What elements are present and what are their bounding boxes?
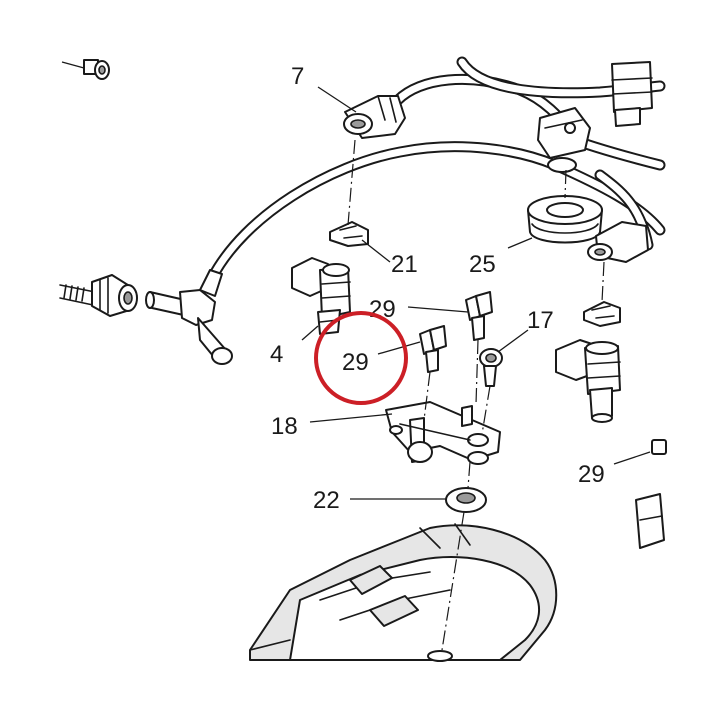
clip-right bbox=[583, 301, 621, 327]
callout-18: 18 bbox=[271, 413, 298, 440]
callout-7: 7 bbox=[291, 63, 304, 90]
callout-22: 22 bbox=[313, 487, 340, 514]
part-29-pin-circled bbox=[419, 325, 447, 373]
bracket-right bbox=[587, 221, 649, 263]
pipe-junction-block bbox=[537, 107, 591, 173]
right-edge-parts bbox=[635, 439, 667, 549]
intake-housing bbox=[249, 523, 558, 662]
part-4-injector bbox=[291, 257, 351, 335]
part-22-seal bbox=[445, 487, 487, 513]
part-21-clip bbox=[329, 221, 369, 247]
injector-middle-right bbox=[555, 339, 621, 423]
injector-upper-right bbox=[611, 61, 653, 127]
part-25-grommet bbox=[527, 195, 603, 244]
callout-21: 21 bbox=[391, 251, 418, 278]
callout-29-right: 29 bbox=[578, 461, 605, 488]
part-7-bracket bbox=[343, 95, 406, 139]
callout-17: 17 bbox=[527, 307, 554, 334]
callout-29-circled: 29 bbox=[342, 349, 369, 376]
callout-25: 25 bbox=[469, 251, 496, 278]
part-17-washer-screw bbox=[479, 348, 503, 387]
assembly-center-lines bbox=[347, 139, 605, 651]
fuel-inlet-hose bbox=[59, 269, 233, 365]
highlight-circle bbox=[314, 311, 408, 405]
bolt-top-left bbox=[61, 59, 110, 80]
part-18-bracket bbox=[385, 401, 501, 465]
leader-lines bbox=[301, 86, 651, 500]
part-29-pin-top bbox=[465, 291, 493, 341]
callout-labels: 7 21 25 4 29 17 29 18 22 29 bbox=[270, 63, 605, 514]
callout-4: 4 bbox=[270, 341, 283, 368]
fuel-rail-pipes bbox=[206, 56, 666, 284]
